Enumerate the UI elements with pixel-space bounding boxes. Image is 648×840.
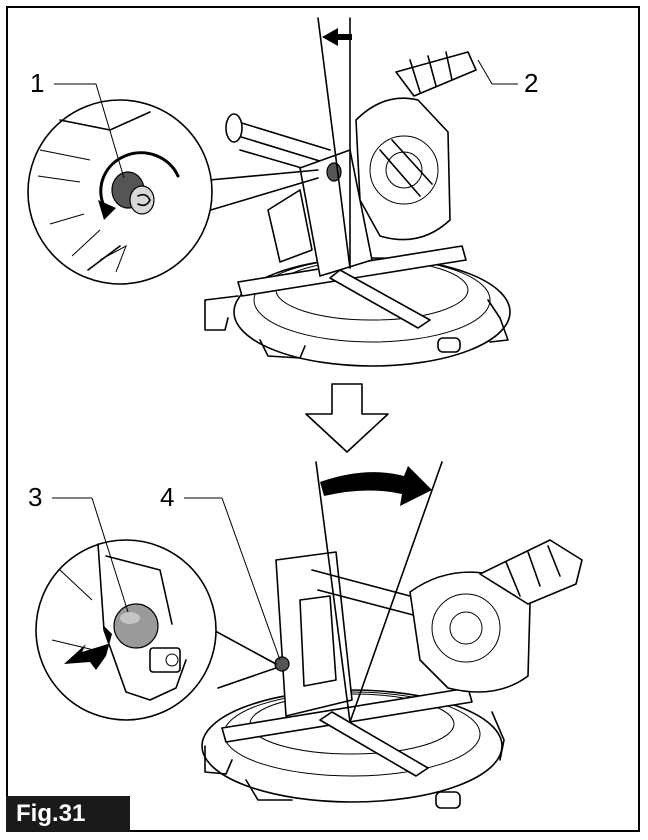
top-inset-detail [27,99,319,285]
top-sight-line-left [317,17,351,269]
figure-label: Fig.31 [6,796,130,832]
callout-3: 3 [28,482,43,512]
bottom-sight-line-right [349,461,443,723]
bottom-saw-drawing [201,539,583,809]
bottom-inset-detail [35,539,277,721]
callout-2: 2 [524,68,539,98]
callout-1: 1 [30,68,45,98]
callout-4: 4 [160,482,175,512]
push-arrow-icon [64,626,112,670]
bottom-sight-line-left [315,461,351,723]
figure-frame [6,6,640,832]
down-arrow-icon [305,383,389,453]
top-saw-drawing [204,51,511,367]
left-arrow-icon [322,28,352,46]
curved-right-arrow-icon [320,466,432,506]
